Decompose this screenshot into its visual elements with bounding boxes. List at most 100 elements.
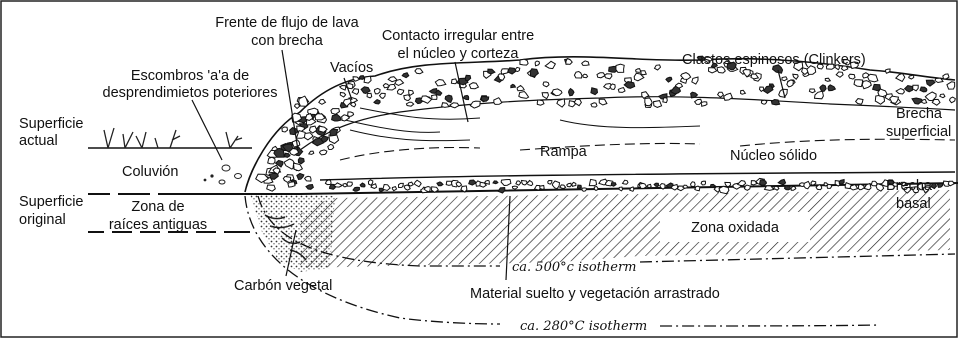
clast xyxy=(695,186,700,191)
clast xyxy=(782,77,787,81)
clast xyxy=(868,74,878,82)
clast xyxy=(285,153,291,157)
clast xyxy=(950,97,956,103)
coluvion-pebbles xyxy=(204,165,242,184)
clast xyxy=(306,185,313,190)
clast xyxy=(288,182,295,187)
clast xyxy=(724,93,733,100)
clast xyxy=(577,185,581,189)
clast xyxy=(397,89,403,94)
clast xyxy=(332,114,341,121)
clast xyxy=(619,187,623,191)
clast xyxy=(645,98,652,106)
clast xyxy=(583,74,588,78)
clast xyxy=(836,72,843,77)
clast xyxy=(591,88,598,95)
label-isotherm-500: ca. 500°c isotherm xyxy=(512,260,637,275)
clast xyxy=(764,86,773,94)
clast xyxy=(469,180,477,185)
clast xyxy=(582,61,589,66)
clast xyxy=(566,59,572,65)
label-rampa: Rampa xyxy=(540,144,588,160)
clast xyxy=(493,181,498,184)
clast xyxy=(804,181,810,188)
clast xyxy=(793,74,798,79)
label-superficie-actual: Superficie xyxy=(19,116,83,132)
clast xyxy=(926,80,935,86)
clast xyxy=(760,180,767,185)
clast xyxy=(691,182,696,187)
clast xyxy=(437,182,443,186)
clast xyxy=(624,82,635,89)
label-escombros: Escombros 'a'a de xyxy=(131,68,249,84)
clast xyxy=(320,150,327,155)
clast xyxy=(340,93,345,98)
label-zona-raices-2: raíces antiguas xyxy=(109,217,207,233)
clast xyxy=(744,185,750,190)
clast xyxy=(542,93,548,99)
clast xyxy=(938,183,943,187)
clast xyxy=(569,89,575,96)
clast xyxy=(315,114,325,120)
clast xyxy=(683,185,688,188)
label-brecha-superficial: Brecha xyxy=(896,106,943,122)
roots-zone-stipple xyxy=(250,194,335,272)
clast xyxy=(714,187,719,193)
clast xyxy=(582,188,587,191)
clast xyxy=(415,69,423,74)
clast xyxy=(912,98,923,104)
clast xyxy=(501,180,511,186)
clast xyxy=(560,185,566,189)
clast xyxy=(353,187,359,191)
clast xyxy=(305,176,311,181)
clast xyxy=(921,99,926,103)
clast xyxy=(408,182,413,186)
label-brecha-basal: Brecha xyxy=(886,178,933,194)
clast xyxy=(594,187,598,191)
label-superficie-original: Superficie xyxy=(19,194,83,210)
clast xyxy=(655,65,661,70)
clast xyxy=(663,98,668,103)
clast xyxy=(943,74,949,79)
clast xyxy=(828,85,835,91)
clast xyxy=(414,180,421,187)
clast xyxy=(304,133,313,140)
clast xyxy=(552,181,559,189)
clast xyxy=(913,85,919,91)
clast xyxy=(319,99,326,104)
label-vacios: Vacíos xyxy=(330,60,373,76)
clast xyxy=(409,90,414,95)
label-frente-2: con brecha xyxy=(251,33,324,49)
clast xyxy=(404,95,411,101)
clast xyxy=(402,73,409,78)
clast xyxy=(352,89,358,95)
label-superficie-actual-2: actual xyxy=(19,133,58,149)
clast xyxy=(470,101,480,108)
label-brecha-basal-2: basal xyxy=(896,196,931,212)
clast xyxy=(741,90,746,94)
label-material: Material suelto y vegetación arrastrado xyxy=(470,286,720,302)
clast xyxy=(283,177,290,183)
clast xyxy=(896,89,904,95)
clast xyxy=(825,78,830,81)
clast xyxy=(827,184,832,188)
label-nucleo: Núcleo sólido xyxy=(730,148,817,164)
clast xyxy=(896,74,905,82)
clast xyxy=(932,99,940,105)
clast xyxy=(512,186,517,189)
clast xyxy=(557,99,565,107)
label-brecha-superficial-2: superficial xyxy=(886,124,951,140)
crust-inner-line xyxy=(300,97,955,150)
clast xyxy=(940,94,945,98)
clast xyxy=(709,68,717,73)
clast xyxy=(543,82,549,87)
clast xyxy=(517,86,524,91)
clast xyxy=(380,93,386,98)
hatched-substrate xyxy=(300,190,950,268)
clast xyxy=(501,69,508,74)
clast xyxy=(948,181,954,186)
clast xyxy=(905,86,913,92)
clast xyxy=(761,100,767,104)
clast xyxy=(862,81,871,89)
